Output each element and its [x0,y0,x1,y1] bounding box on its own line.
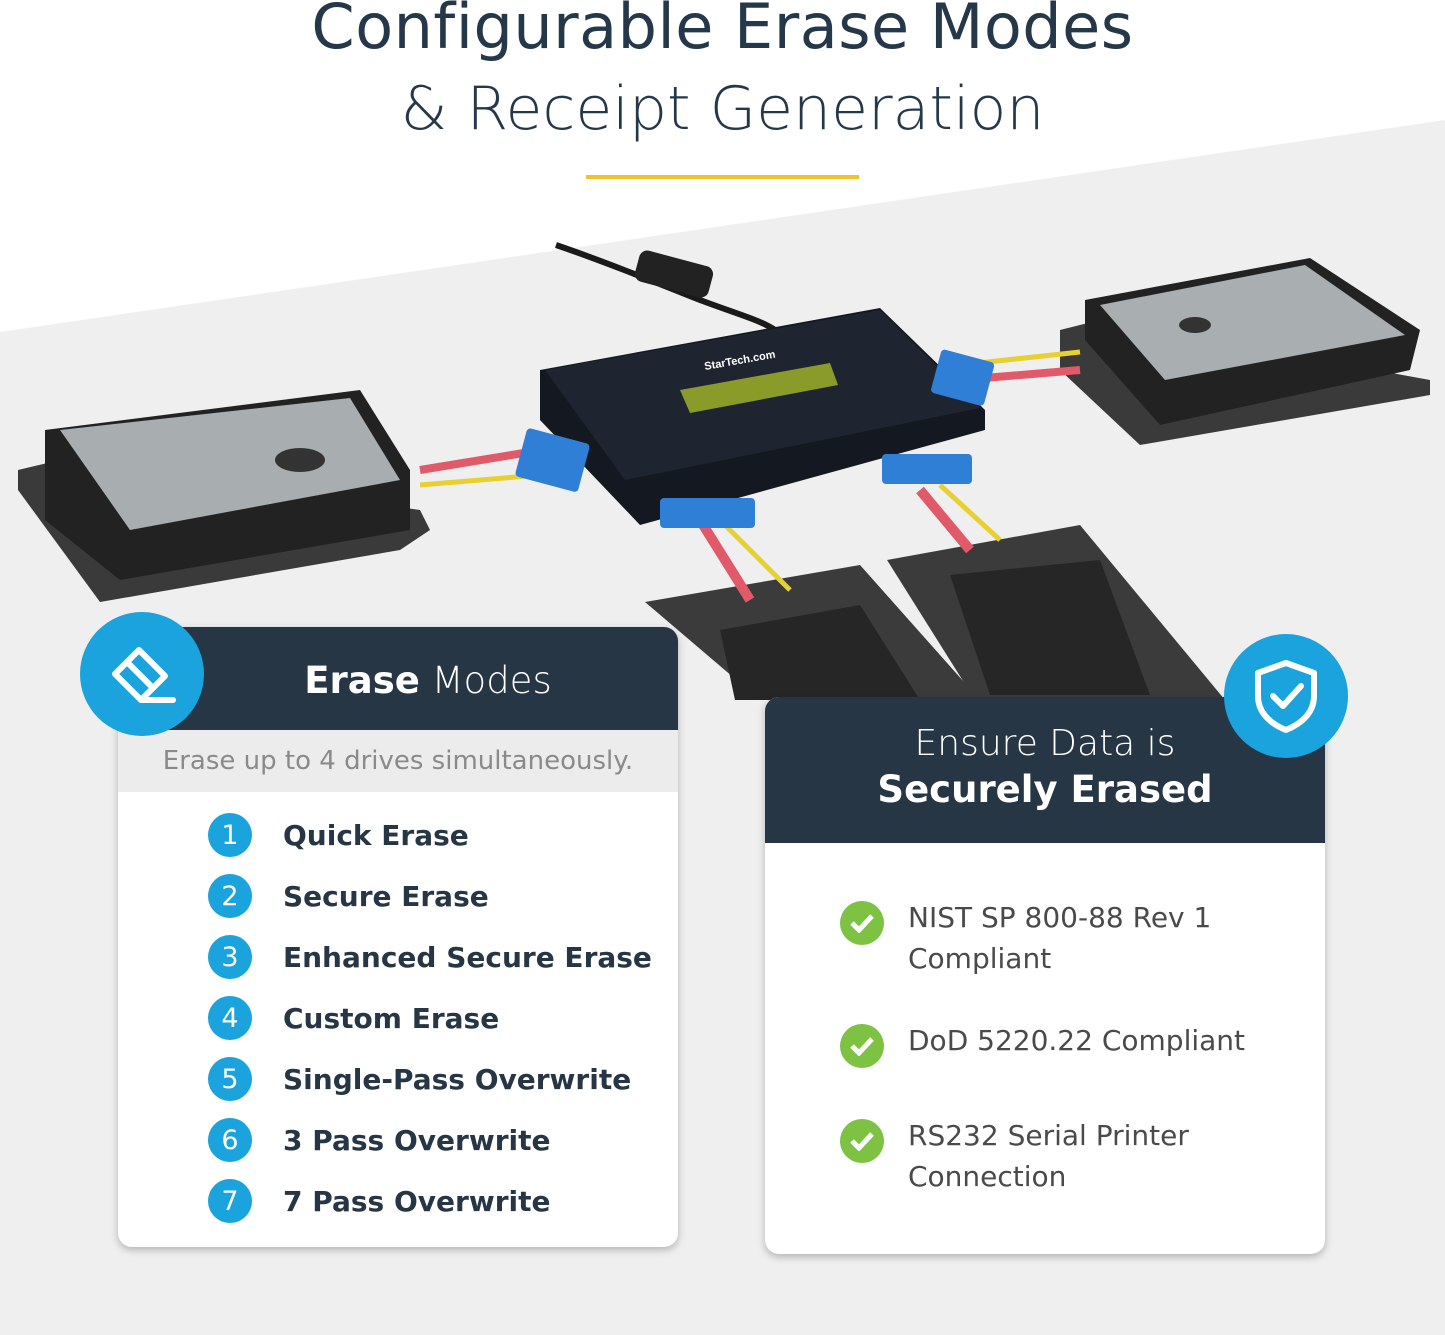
page-title: Configurable Erase Modes [311,0,1134,63]
mode-label: 3 Pass Overwrite [283,1123,551,1157]
number-badge: 3 [208,935,252,979]
feature-label: RS232 Serial Printer Connection [908,1119,1189,1193]
secure-erase-card: Ensure Data is Securely Erased NIST SP 8… [765,697,1325,1254]
number-badge: 4 [208,996,252,1040]
page-subtitle: & Receipt Generation [400,74,1045,144]
number-badge: 5 [208,1057,252,1101]
eraser-icon [80,612,204,736]
title-divider [586,175,859,179]
list-item: 6 3 Pass Overwrite [208,1118,550,1162]
secure-title-line1: Ensure Data is [914,723,1176,764]
erase-modes-header: Erase Modes [118,627,678,730]
mode-label: Enhanced Secure Erase [283,940,652,974]
number-badge: 2 [208,874,252,918]
mode-label: Secure Erase [283,879,489,913]
mode-label: Single-Pass Overwrite [283,1062,632,1096]
list-item: 5 Single-Pass Overwrite [208,1057,631,1101]
feature-label: NIST SP 800-88 Rev 1 Compliant [908,901,1212,975]
mode-label: Custom Erase [283,1001,500,1035]
list-item: 2 Secure Erase [208,874,489,918]
list-item: 7 7 Pass Overwrite [208,1179,550,1223]
feature-label: DoD 5220.22 Compliant [908,1024,1246,1057]
shield-check-icon [1224,634,1348,758]
feature-item: NIST SP 800-88 Rev 1 Compliant [840,897,1268,979]
erase-modes-title-bold: Erase [304,659,420,702]
check-icon [840,901,884,945]
mode-label: Quick Erase [283,818,469,852]
check-icon [840,1024,884,1068]
feature-item: DoD 5220.22 Compliant [840,1020,1268,1068]
mode-label: 7 Pass Overwrite [283,1184,551,1218]
erase-modes-subtitle: Erase up to 4 drives simultaneously. [118,730,678,792]
number-badge: 7 [208,1179,252,1223]
erase-modes-card: Erase Modes Erase up to 4 drives simulta… [118,627,678,1247]
secure-title-line2: Securely Erased [877,768,1213,811]
feature-item: RS232 Serial Printer Connection [840,1115,1208,1197]
list-item: 4 Custom Erase [208,996,499,1040]
check-icon [840,1119,884,1163]
list-item: 1 Quick Erase [208,813,469,857]
list-item: 3 Enhanced Secure Erase [208,935,652,979]
number-badge: 1 [208,813,252,857]
product-photo: StarTech.com [18,242,1430,700]
erase-modes-title-light: Modes [419,659,552,702]
number-badge: 6 [208,1118,252,1162]
